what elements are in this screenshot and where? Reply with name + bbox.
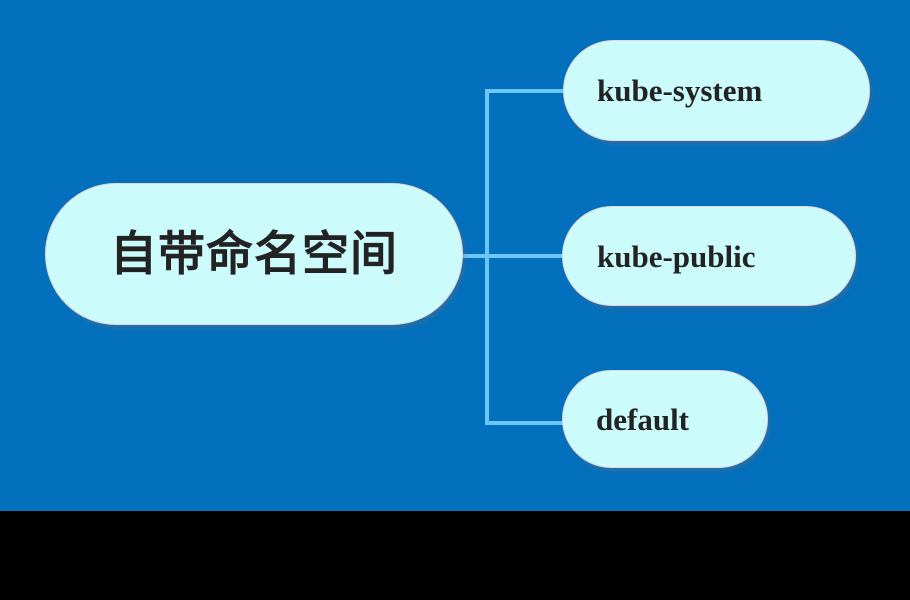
node-kube-system[interactable]: kube-system bbox=[563, 40, 870, 141]
node-root[interactable]: 自带命名空间 bbox=[45, 183, 463, 325]
connector-root-stub bbox=[462, 254, 489, 258]
connector-branch-default bbox=[485, 421, 574, 425]
node-kube-public[interactable]: kube-public bbox=[562, 206, 856, 306]
node-default[interactable]: default bbox=[562, 370, 768, 468]
connector-branch-kube-public bbox=[485, 254, 574, 258]
letterbox-bar bbox=[0, 511, 910, 600]
node-root-label: 自带命名空间 bbox=[110, 226, 398, 282]
node-kube-system-label: kube-system bbox=[597, 73, 763, 108]
connector-branch-kube-system bbox=[485, 89, 575, 93]
node-kube-public-label: kube-public bbox=[597, 238, 756, 274]
diagram-canvas: 自带命名空间 kube-system kube-public default bbox=[0, 0, 910, 511]
node-default-label: default bbox=[596, 401, 689, 437]
